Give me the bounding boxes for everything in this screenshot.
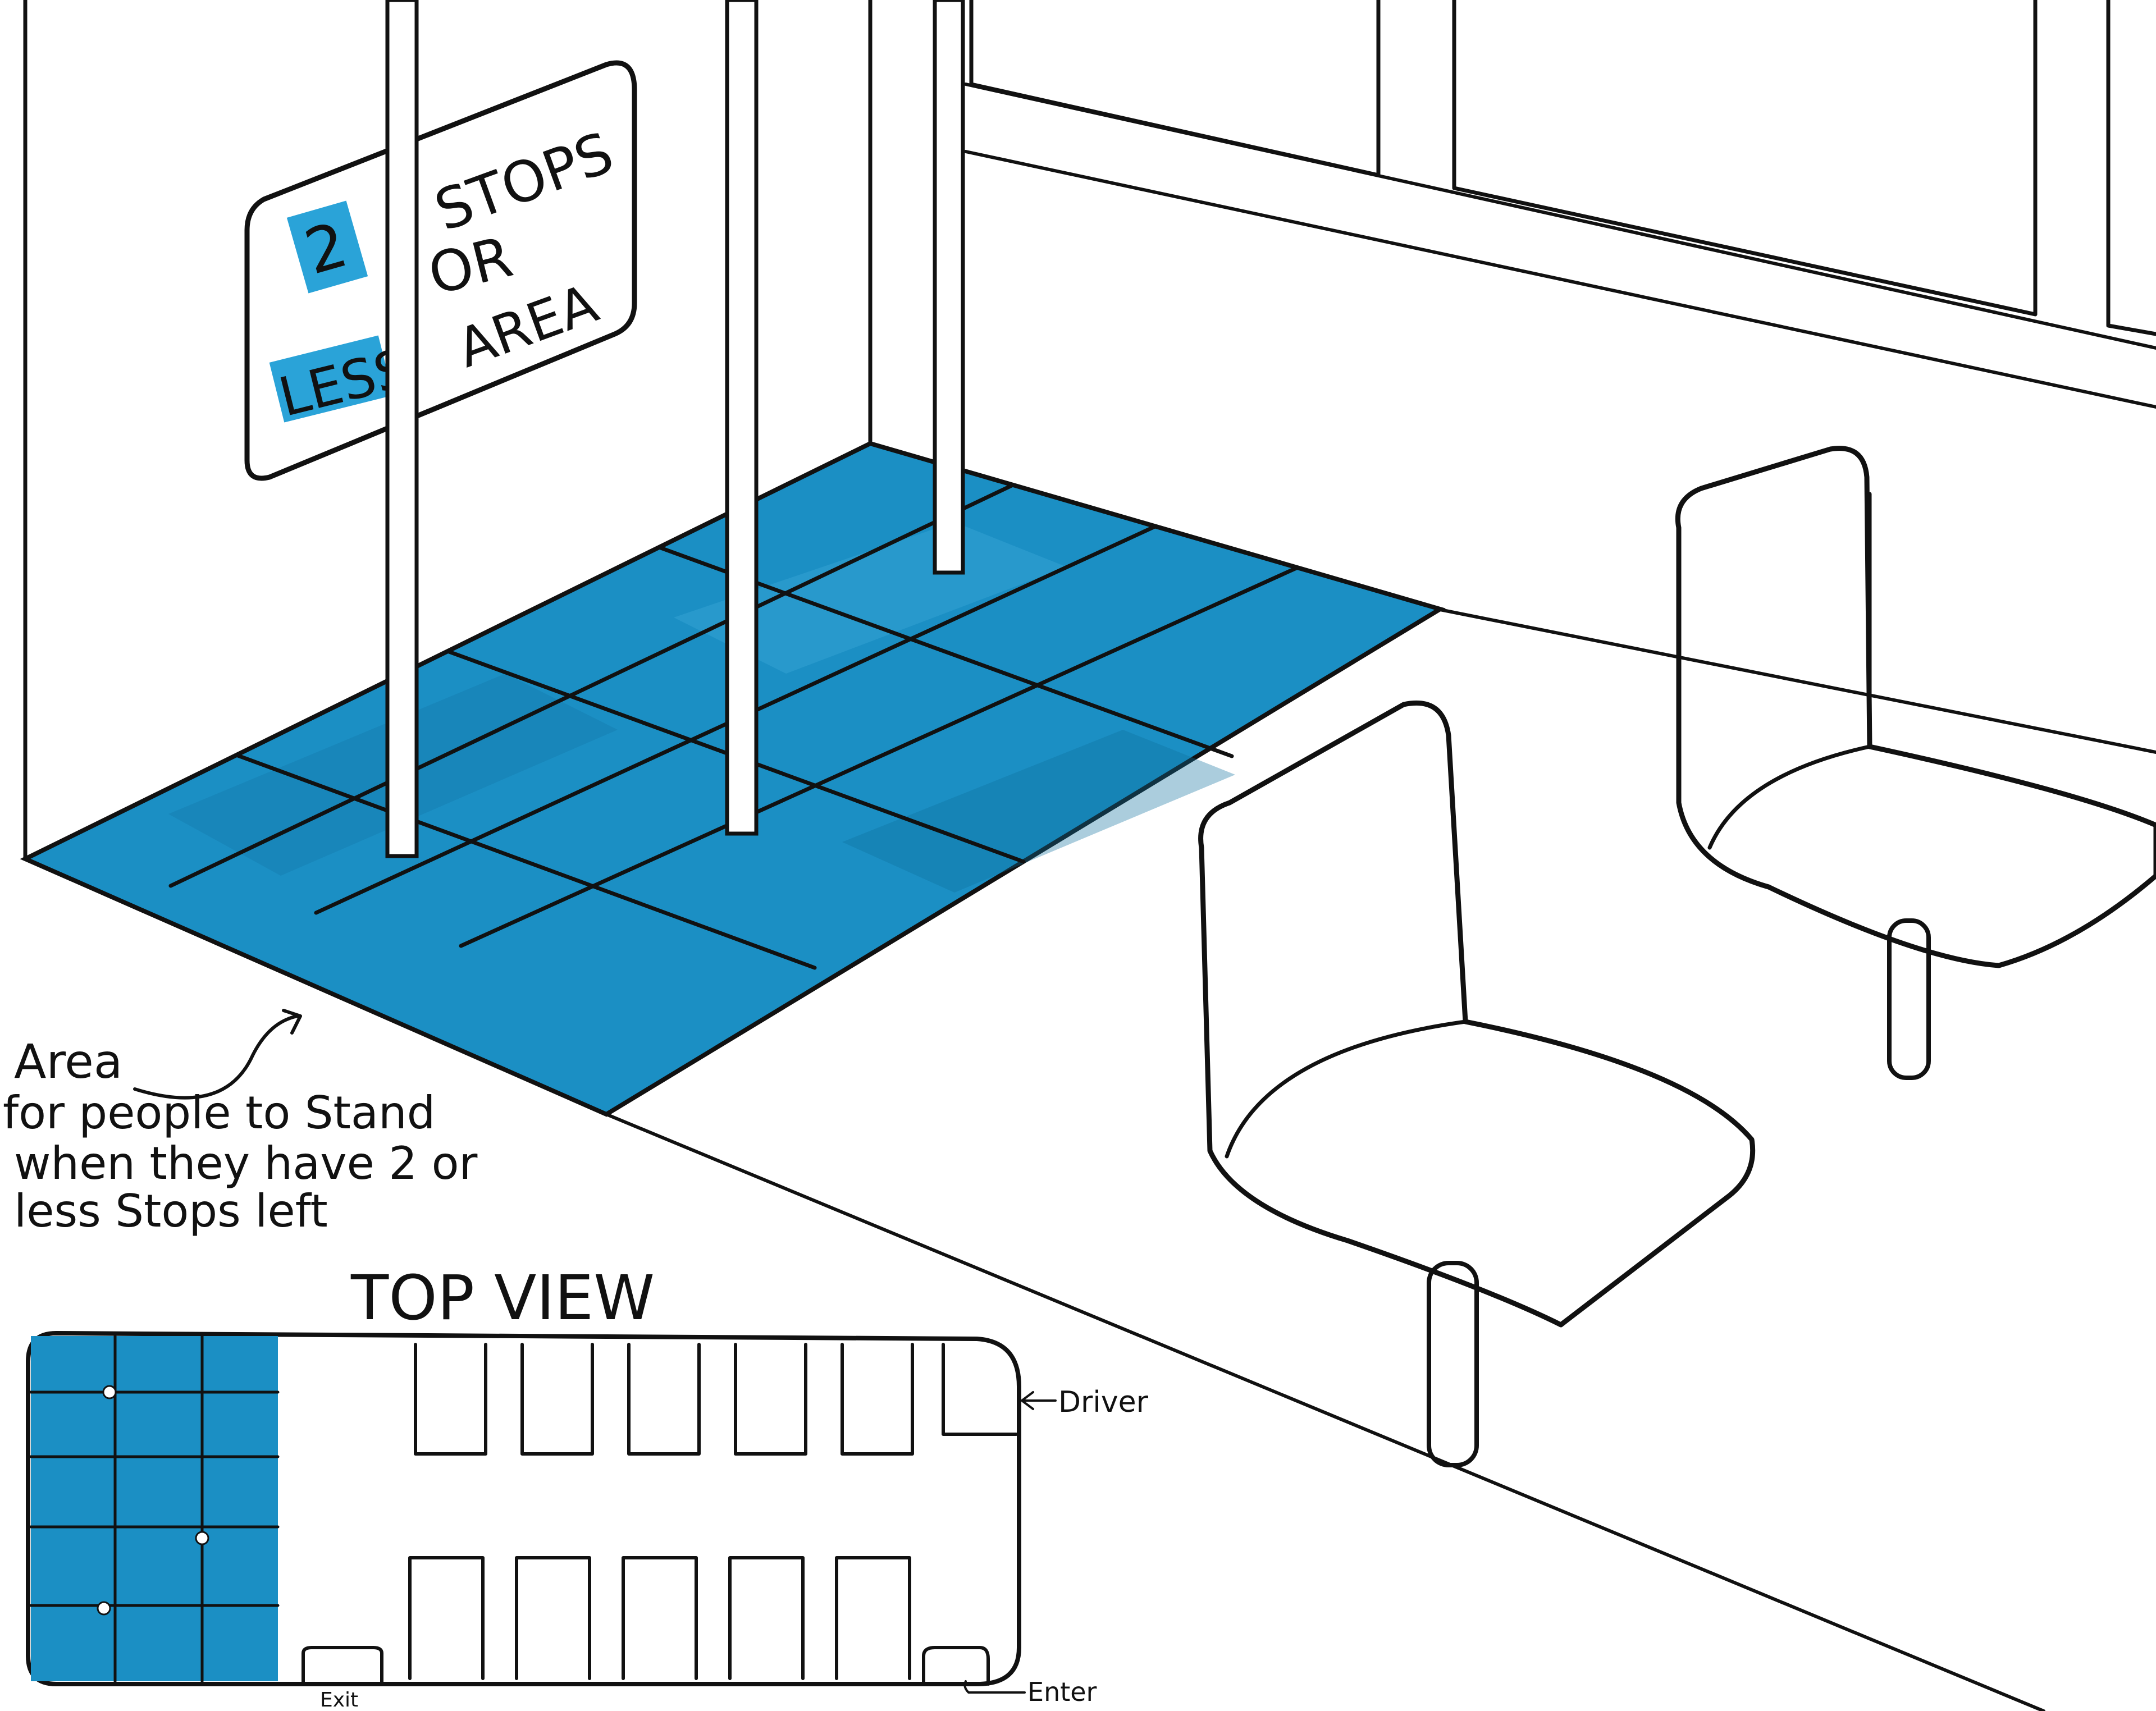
grab-pole [933, 0, 965, 575]
standing-area-annotation: Area for people to Stand when they have … [3, 1009, 478, 1237]
floor-shade-2 [674, 522, 1067, 674]
window-pane-1 [969, 0, 1381, 177]
bus-seat-front-row [1198, 700, 1756, 1467]
seat-cushion-edge [1707, 744, 1872, 850]
annotation-line-4: less Stops left [14, 1185, 328, 1237]
seat-post [1427, 1261, 1479, 1467]
seat-post [1887, 918, 1931, 1080]
annotation-line-1: Area [14, 1034, 122, 1089]
floor-grid-line [168, 483, 1015, 888]
seat-shell [1198, 700, 1756, 1328]
exit-label: Exit [320, 1689, 358, 1711]
sign-less-highlight [269, 335, 394, 423]
floor-wall-edge [1436, 607, 2156, 754]
enter-arrow [963, 1680, 1026, 1694]
seat-back-edge [1446, 739, 1468, 1024]
driver-seat [942, 1343, 1018, 1436]
sign-number-highlight [286, 200, 368, 294]
top-view-pole [102, 1385, 117, 1399]
sign-line-stops: STOPS [427, 120, 622, 244]
annotation-line-3: when they have 2 or [14, 1137, 478, 1190]
driver-arrow [1021, 1391, 1057, 1410]
window-pane-3 [2106, 0, 2156, 336]
top-view-pole [97, 1601, 111, 1616]
top-view-diagram: TOP VIEW [26, 1262, 1149, 1711]
floor-front-edge [605, 1113, 2045, 1711]
floor-grid-line [234, 753, 817, 970]
window-sill-line [964, 150, 2156, 409]
grab-pole [725, 0, 759, 836]
window-pane-2 [1452, 0, 2038, 317]
annotation-line-2: for people to Stand [3, 1087, 435, 1139]
sign-line-or: OR [422, 224, 519, 308]
bus-outline [26, 1331, 1021, 1686]
annotation-arrow-head [282, 1009, 302, 1035]
exit-door [302, 1646, 383, 1686]
seat-shell [1675, 446, 2156, 968]
enter-label: Enter [1027, 1677, 1097, 1707]
seat-cushion-edge [1225, 1019, 1468, 1159]
top-view-seats-lower [408, 1556, 911, 1680]
standing-area-sign: 2 STOPS OR LESS AREA [244, 60, 637, 481]
top-view-seats-upper [414, 1343, 1018, 1456]
bus-seat-back-row [1675, 446, 2156, 1080]
floor-shade-3 [842, 730, 1235, 893]
top-view-pole [195, 1531, 209, 1545]
windows [969, 0, 2156, 336]
annotation-arrow-shaft [133, 1014, 299, 1100]
top-view-standing-area [31, 1336, 278, 1681]
grab-poles [385, 0, 965, 858]
enter-door [922, 1646, 990, 1686]
driver-label: Driver [1058, 1385, 1149, 1419]
floor-grid-line [459, 565, 1300, 948]
top-view-title: TOP VIEW [350, 1262, 655, 1334]
sign-board [244, 60, 637, 481]
grab-pole [385, 0, 419, 858]
